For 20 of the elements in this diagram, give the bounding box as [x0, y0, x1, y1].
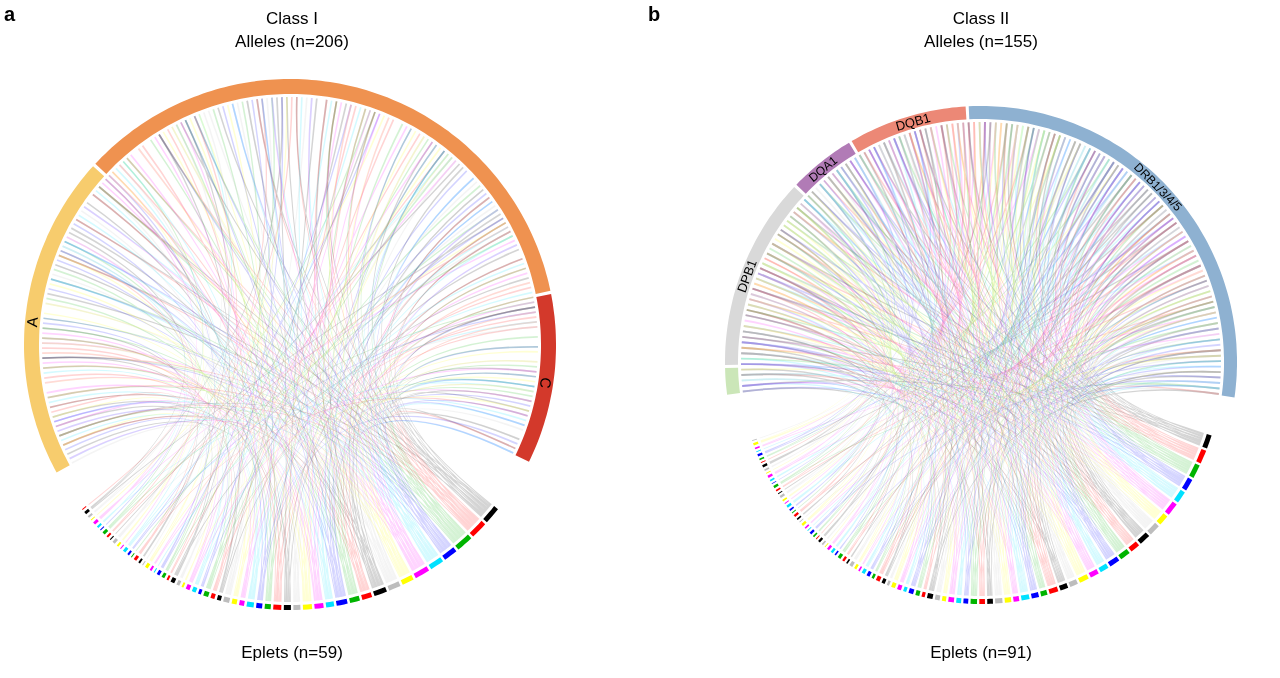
chart-subtitle: Alleles (n=206)	[235, 31, 349, 53]
arc-segment	[725, 367, 740, 395]
section-label: Eplets (n=91)	[930, 642, 1032, 664]
segment-label: DQB1	[894, 110, 933, 133]
segment-label: A	[24, 316, 41, 329]
arc-segment	[24, 166, 105, 473]
chart-title: Class II	[952, 8, 1010, 30]
arc-segment	[968, 106, 1237, 398]
arc-segment	[851, 106, 967, 153]
chart-subtitle: Alleles (n=155)	[924, 31, 1038, 53]
segment-label: DPB1	[734, 257, 759, 295]
arc-segment	[725, 186, 804, 365]
chart-title: Class I	[266, 8, 318, 30]
segment-label: C	[537, 376, 554, 390]
panel-letter: b	[648, 2, 661, 26]
section-label: Eplets (n=59)	[241, 642, 343, 664]
arc-segment	[515, 294, 556, 462]
arc-segment	[796, 142, 856, 194]
panel-letter: a	[4, 2, 16, 26]
arc-segment	[95, 79, 551, 294]
